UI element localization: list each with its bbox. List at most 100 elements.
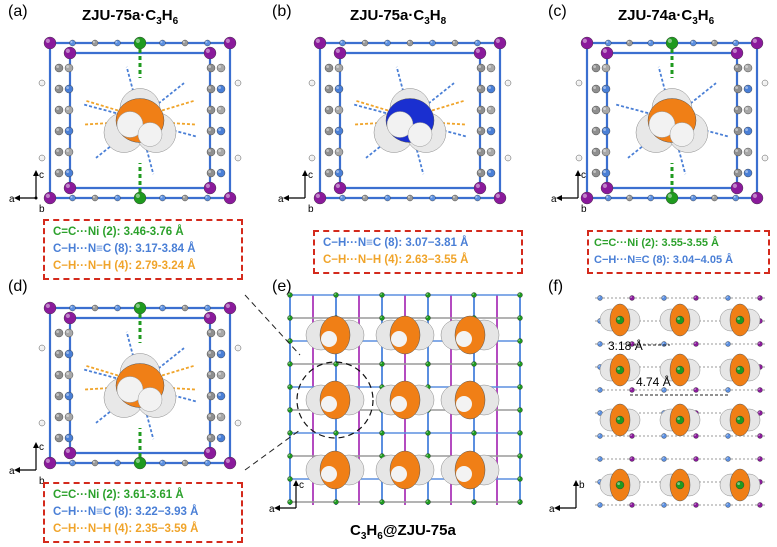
framework-atom [91,39,99,47]
lattice-node [425,499,431,505]
axis-indicator-b: cab [278,170,314,215]
ni-node [675,315,685,325]
panel-label-a: (a) [8,3,28,20]
ligand-atom [743,105,753,115]
ligand-atom [54,63,64,73]
hydrogen-sphere [669,122,695,147]
lattice-node [517,384,523,390]
chain-atom [757,456,763,462]
framework-atom [69,39,76,47]
axis-a-label: a [9,194,15,205]
chain-atom [661,387,667,393]
axis-indicator-e: ca [269,480,304,515]
ligand-atom [743,126,753,136]
lattice-node [517,292,523,298]
framework-atom [384,194,391,202]
ligand-atom [486,168,496,178]
nh-contact [84,99,119,112]
ligand-atom [216,328,226,338]
ligand-atom [54,105,64,115]
lattice-node [517,338,523,344]
ligand-atom [334,126,344,136]
chain-atom [629,456,635,462]
svg-text:a: a [9,466,15,477]
h-atom [38,419,46,427]
framework-atom [406,194,414,202]
panel-label-e: (e) [272,278,292,295]
lattice-node [471,499,477,505]
interaction-line: C−H···N≡C (8): 3.07−3.81 Å [323,237,469,249]
lattice-node [287,407,293,413]
svg-text:a: a [549,504,555,515]
framework-atom [69,459,76,467]
framework-atom [361,39,369,47]
h-atom [234,344,242,352]
chain-view-f [595,295,765,508]
metal-node [493,36,507,50]
metal-node [313,191,327,205]
guest-hydrogen [456,466,472,482]
ligand-atom [743,168,753,178]
interaction-line: C−H···N−H (4): 2.63−3.55 Å [323,254,469,266]
ligand-atom [486,147,496,157]
ligand-atom [486,126,496,136]
ligand-atom [733,84,743,94]
chain-atom [597,295,603,301]
chain-atom [629,433,635,439]
chain-atom [693,295,699,301]
ligand-atom [324,84,334,94]
h-atom [234,419,242,427]
chain-atom [661,456,667,462]
h-atom [575,79,583,87]
ligand-atom [476,63,486,73]
ligand-atom [324,147,334,157]
framework-atom [451,194,459,202]
chain-atom [757,387,763,393]
chain-atom [629,295,635,301]
lattice-node [287,453,293,459]
ligand-atom [64,370,74,380]
framework-atom [114,459,121,467]
guest-hydrogen [456,331,472,347]
chain-atom [597,502,603,508]
framework-atom [406,39,414,47]
framework-atom [339,39,346,47]
lattice-node [333,499,339,505]
ligand-atom [486,63,496,73]
ligand-atom [476,126,486,136]
lattice-node [517,499,523,505]
framework-atom [204,459,211,467]
ligand-atom [54,349,64,359]
ligand-atom [54,433,64,443]
framework-atom [647,39,654,47]
svg-text:a: a [269,504,275,515]
framework-atom [181,459,189,467]
framework-atom [605,194,612,202]
zoom-guide-lines [244,294,301,471]
ligand-atom [324,126,334,136]
ni-node [675,415,685,425]
lattice-node [287,430,293,436]
panel-title-a: ZJU-75a·C3H6 [82,7,179,27]
chain-atom [597,341,603,347]
metal-node [203,46,217,60]
metal-node [63,446,77,460]
hydrogen-sphere [137,387,163,412]
framework-atom [114,39,121,47]
lattice-node [287,292,293,298]
crystal-structure-a [38,36,242,205]
ligand-atom [591,147,601,157]
ligand-atom [334,84,344,94]
ligand-atom [206,433,216,443]
framework-atom [451,39,459,47]
lattice-node [379,292,385,298]
lattice-node [287,315,293,321]
interaction-line: C−H···N≡C (8): 3.22−3.93 Å [53,506,199,518]
panel-e-caption: C3H6@ZJU-75a [350,522,456,542]
ligand-atom [54,328,64,338]
ligand-atom [216,412,226,422]
framework-atom [181,194,189,202]
ligand-atom [334,63,344,73]
framework-atom [91,304,99,312]
lattice-node [517,407,523,413]
